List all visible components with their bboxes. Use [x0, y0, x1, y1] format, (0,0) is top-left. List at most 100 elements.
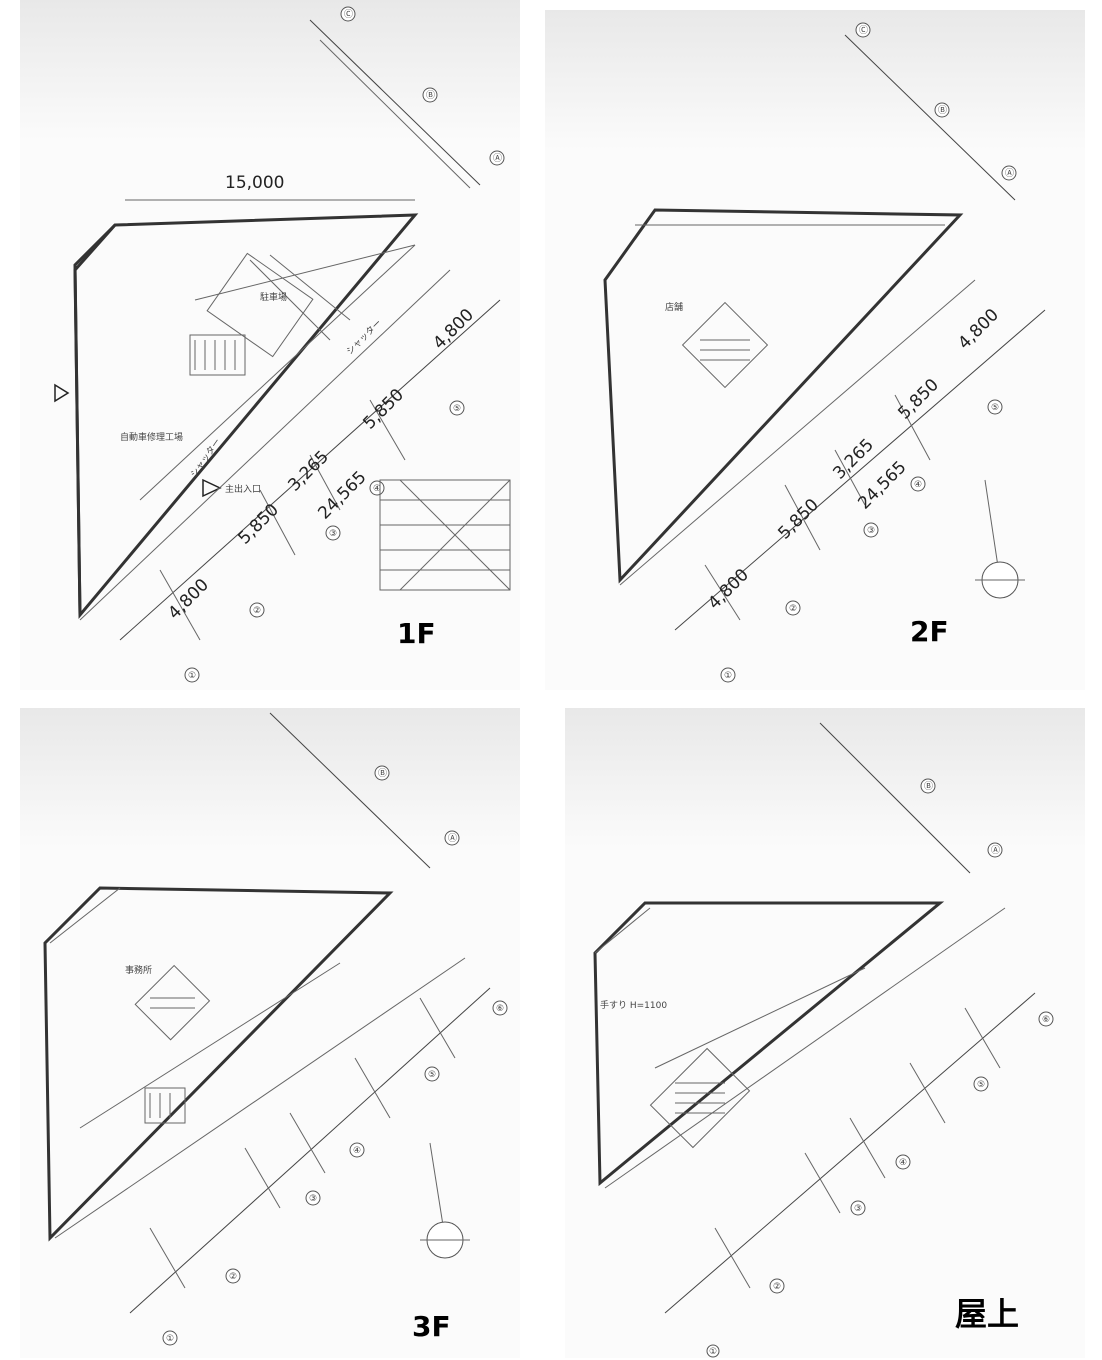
building-outline	[603, 208, 964, 584]
axis-a-label: Ⓐ	[991, 845, 1000, 856]
axis-6-label: ⑥	[1042, 1015, 1050, 1025]
top-width-dim: 15,000	[225, 173, 284, 193]
axis-1-label: ①	[166, 1334, 174, 1344]
axis-4-label: ④	[373, 484, 381, 494]
bay-b-dim: 5,850	[234, 500, 283, 549]
stair-3f-lower	[144, 1087, 186, 1124]
floor-label-3f: 3F	[412, 1310, 451, 1343]
roof-stair-house	[649, 1047, 751, 1149]
total-dim: 24,565	[314, 467, 370, 523]
axis-a-label: Ⓐ	[1005, 168, 1014, 179]
axis-4-marker	[349, 1142, 365, 1158]
axis-b-marker	[374, 765, 390, 781]
axis-3-marker	[305, 1190, 321, 1206]
bay-a-dim: 4,800	[704, 565, 753, 614]
axis-a-marker	[444, 830, 460, 846]
parking-label: 駐車場	[260, 291, 287, 303]
bay-c-dim: 3,265	[829, 435, 878, 484]
axis-3-label: ③	[854, 1204, 862, 1214]
axis-5-label: ⑤	[453, 404, 461, 414]
axis-a-marker	[1001, 165, 1017, 181]
bay-c-dim: 3,265	[284, 447, 333, 496]
axis-b-label: Ⓑ	[426, 90, 435, 101]
axis-1-marker	[706, 1344, 720, 1358]
floor-plan-3f: Ⓑ Ⓐ 事務所 ① ② ③ ④ ⑤	[20, 708, 520, 1358]
plan-drawing-2f: Ⓒ Ⓑ Ⓐ 店舗 4,800 5,850 3,265 5,850 4,800 2…	[603, 22, 1046, 683]
stair-3f-upper	[134, 964, 211, 1041]
handrail-note: 手すり H=1100	[600, 999, 667, 1011]
floor-plan-1f: Ⓒ Ⓑ Ⓐ 15,000 駐車場 自動車修理工場 シャッター シャッター 主	[20, 0, 520, 690]
axis-2-marker	[249, 602, 265, 618]
axis-3-label: ③	[309, 1194, 317, 1204]
axis-b-label: Ⓑ	[378, 768, 387, 779]
axis-a-marker	[489, 150, 505, 166]
floor-label-2f: 2F	[910, 615, 949, 648]
bay-e-dim: 4,800	[954, 305, 1003, 354]
stair-2f	[681, 301, 769, 389]
axis-4-marker	[895, 1154, 911, 1170]
bay-a-dim: 4,800	[164, 575, 213, 624]
plan-drawing-roof: Ⓑ Ⓐ 手すり H=1100 ① ② ③ ④ ⑤ ⑥	[593, 722, 1054, 1358]
axis-4-marker	[910, 476, 926, 492]
axis-a-marker	[987, 842, 1003, 858]
north-arrow-icon	[420, 1142, 470, 1259]
axis-5-marker	[973, 1076, 989, 1092]
total-dim: 24,565	[854, 457, 910, 513]
axis-1-marker	[162, 1330, 178, 1346]
axis-c-label: Ⓒ	[344, 9, 353, 20]
plan-drawing-1f: Ⓒ Ⓑ Ⓐ 15,000 駐車場 自動車修理工場 シャッター シャッター 主	[54, 6, 511, 683]
workshop-label: 自動車修理工場	[120, 431, 183, 443]
north-arrow-icon	[975, 479, 1025, 599]
scan-noise	[20, 708, 520, 848]
axis-c-marker	[855, 22, 871, 38]
room-label-3f: 事務所	[125, 964, 152, 976]
axis-4-label: ④	[899, 1158, 907, 1168]
axis-c-label: Ⓒ	[859, 25, 868, 36]
floor-plan-2f: Ⓒ Ⓑ Ⓐ 店舗 4,800 5,850 3,265 5,850 4,800 2…	[545, 10, 1085, 690]
axis-b-label: Ⓑ	[924, 781, 933, 792]
axis-2-marker	[769, 1278, 785, 1294]
axis-4-label: ④	[914, 480, 922, 490]
axis-1-label: ①	[724, 671, 732, 681]
axis-5-label: ⑤	[991, 403, 999, 413]
axis-b-marker	[934, 102, 950, 118]
building-outline	[43, 886, 394, 1242]
axis-5-marker	[424, 1066, 440, 1082]
axis-b-label: Ⓑ	[938, 105, 947, 116]
scan-noise	[565, 708, 1085, 848]
axis-3-marker	[863, 522, 879, 538]
bay-e-dim: 4,800	[429, 305, 478, 354]
axis-3-marker	[325, 525, 341, 541]
entrance-triangle	[202, 478, 222, 498]
floor-label-roof: 屋上	[955, 1295, 1020, 1333]
side-entrance-triangle	[54, 383, 70, 403]
bay-d-dim: 5,850	[359, 385, 408, 434]
shutter-label-1: シャッター	[188, 437, 223, 480]
axis-b-marker	[422, 87, 438, 103]
axis-c-marker	[340, 6, 356, 22]
axis-6-marker	[1038, 1011, 1054, 1027]
axis-1-marker	[720, 667, 736, 683]
building-outline	[593, 901, 945, 1187]
axis-1-label: ①	[188, 671, 196, 681]
axis-1-label: ①	[709, 1347, 717, 1357]
axis-2-label: ②	[253, 606, 261, 616]
axis-4-label: ④	[353, 1146, 361, 1156]
bay-d-dim: 5,850	[894, 375, 943, 424]
plan-drawing-3f: Ⓑ Ⓐ 事務所 ① ② ③ ④ ⑤	[43, 712, 508, 1346]
stair-1f	[189, 334, 246, 376]
axis-5-label: ⑤	[428, 1070, 436, 1080]
axis-5-label: ⑤	[977, 1080, 985, 1090]
axis-6-marker	[492, 1000, 508, 1016]
axis-6-label: ⑥	[496, 1004, 504, 1014]
axis-2-marker	[785, 600, 801, 616]
axis-a-label: Ⓐ	[448, 833, 457, 844]
axis-2-label: ②	[773, 1282, 781, 1292]
scan-noise	[20, 0, 520, 140]
axis-5-marker	[449, 400, 465, 416]
scan-noise	[545, 10, 1085, 150]
axis-2-label: ②	[229, 1272, 237, 1282]
floor-label-1f: 1F	[397, 617, 436, 650]
main-entrance-label: 主出入口	[225, 483, 261, 495]
area-table	[379, 479, 511, 591]
